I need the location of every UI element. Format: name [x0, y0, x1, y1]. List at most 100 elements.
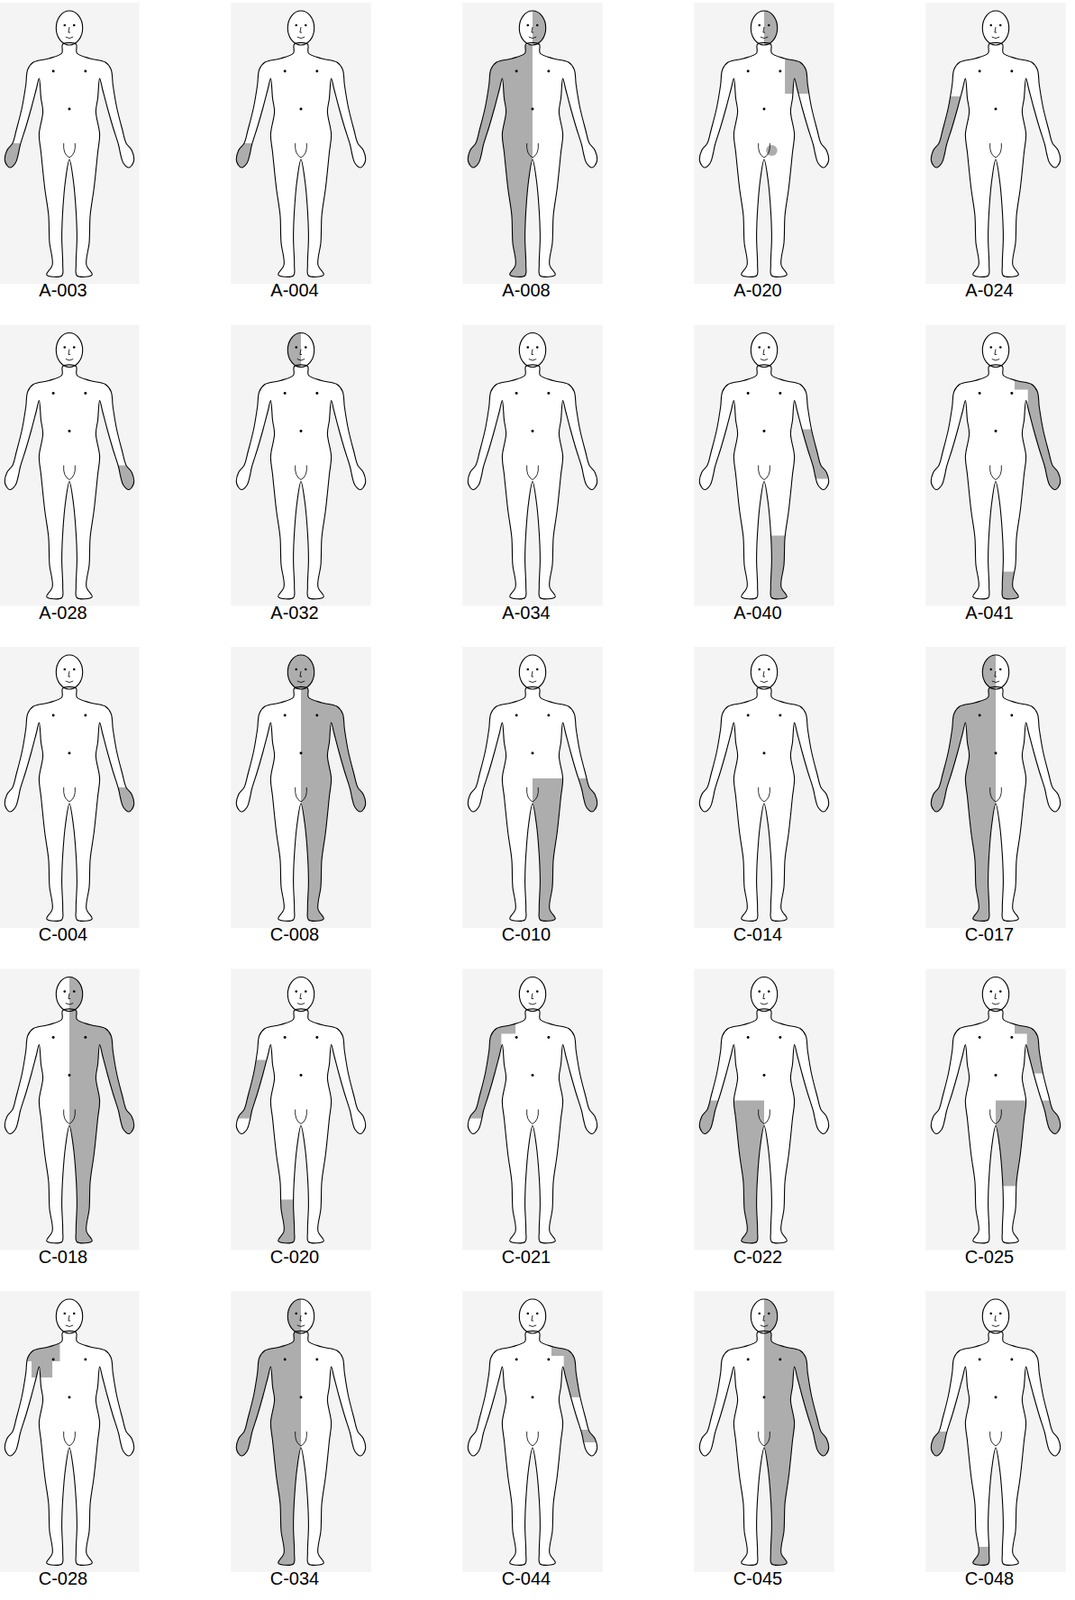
- head-outline: [519, 977, 546, 1012]
- panel-background: [0, 325, 140, 607]
- eye: [757, 668, 761, 671]
- nose: [763, 993, 766, 1000]
- groin-outline: [990, 465, 1003, 481]
- body-figure: [206, 1291, 372, 1577]
- shaded-region: [437, 45, 533, 288]
- nose: [300, 27, 302, 33]
- eye: [989, 1312, 993, 1315]
- figure-id-label: C-018: [38, 1247, 88, 1267]
- panel-background: [925, 2, 1066, 284]
- panel-background: [925, 1291, 1066, 1573]
- head-outline: [982, 10, 1009, 46]
- groin-outline: [527, 143, 539, 158]
- nose: [994, 671, 997, 677]
- body-figure: [0, 646, 164, 929]
- mouth: [760, 36, 768, 39]
- shaded-region-group: [764, 429, 859, 611]
- panel-background: [693, 325, 834, 607]
- head-fill: [287, 10, 314, 46]
- eye: [999, 346, 1003, 348]
- eye: [294, 668, 298, 671]
- shaded-region-group: [206, 1060, 301, 1255]
- eye: [294, 346, 298, 348]
- body-mark: [68, 1396, 72, 1400]
- figure-id-label: C-021: [501, 1247, 551, 1267]
- body-mark: [747, 1358, 750, 1362]
- body-mark: [83, 70, 87, 73]
- head-fill: [982, 333, 1009, 368]
- body-figure: [462, 325, 602, 607]
- figure-id-label: A-020: [733, 280, 782, 301]
- groin-outline: [990, 143, 1003, 158]
- body-figure: [925, 969, 1075, 1251]
- shaded-region: [206, 647, 396, 690]
- body-mark: [978, 391, 982, 395]
- shaded-region-group: [532, 778, 628, 932]
- body-figure: [0, 325, 164, 607]
- figure-id-label: C-014: [733, 924, 783, 945]
- head-fill: [750, 333, 777, 368]
- groin-outline: [527, 1110, 539, 1125]
- body-outline: [699, 364, 829, 600]
- eye: [304, 668, 308, 671]
- body-mark: [515, 70, 519, 73]
- body-fill: [236, 364, 365, 600]
- body-outline: [236, 364, 365, 600]
- eye: [63, 668, 66, 671]
- body-mark: [763, 752, 766, 756]
- shaded-region-group: [0, 1339, 61, 1378]
- head-outline: [287, 1299, 314, 1334]
- mouth: [297, 1003, 305, 1006]
- body-mark: [546, 70, 550, 73]
- shaded-region: [784, 54, 821, 94]
- body-fill: [4, 42, 134, 277]
- eye: [63, 346, 66, 348]
- eye: [767, 346, 771, 348]
- nose: [68, 671, 71, 677]
- body-mark: [283, 1358, 287, 1362]
- head-fill: [982, 10, 1009, 46]
- body-mark: [747, 714, 750, 718]
- panel-background: [693, 646, 834, 929]
- body-mark: [515, 714, 519, 718]
- body-outline: [930, 364, 1060, 600]
- mouth: [992, 1325, 1000, 1328]
- shaded-region-group: [995, 375, 1075, 611]
- head-outline: [982, 655, 1009, 690]
- body-figure: [925, 325, 1075, 611]
- nose: [68, 27, 71, 33]
- mouth: [992, 36, 1000, 39]
- eye: [72, 668, 76, 671]
- panel-background: [0, 646, 140, 929]
- head-outline: [982, 1299, 1009, 1334]
- body-figure: [0, 969, 164, 1255]
- figure-id-label: C-025: [965, 1247, 1014, 1267]
- groin-outline: [295, 143, 308, 158]
- mouth: [992, 1003, 1000, 1006]
- figure-id-label: C-022: [733, 1247, 783, 1267]
- mouth: [992, 359, 1000, 362]
- mouth: [760, 681, 768, 684]
- shaded-region: [206, 1292, 301, 1577]
- figure-id-label: C-045: [733, 1568, 783, 1589]
- shaded-region: [117, 787, 165, 824]
- eye: [767, 24, 771, 27]
- body-fill: [930, 1009, 1060, 1244]
- eye: [989, 668, 993, 671]
- groin-outline: [990, 787, 1003, 802]
- body-fill: [699, 686, 829, 921]
- shaded-region: [1027, 1029, 1075, 1075]
- body-mark: [994, 108, 998, 111]
- eye: [304, 24, 308, 27]
- body-fill: [699, 364, 829, 600]
- figure-id-label: A-008: [501, 280, 550, 301]
- figure-id-label: C-017: [965, 924, 1014, 945]
- body-outline: [236, 1009, 365, 1244]
- body-mark: [315, 1036, 319, 1039]
- body-figure: [669, 969, 835, 1255]
- nose: [68, 993, 71, 1000]
- head-outline: [519, 10, 546, 46]
- head-fill: [55, 333, 82, 368]
- head-outline: [982, 977, 1009, 1012]
- body-fill: [930, 1330, 1060, 1566]
